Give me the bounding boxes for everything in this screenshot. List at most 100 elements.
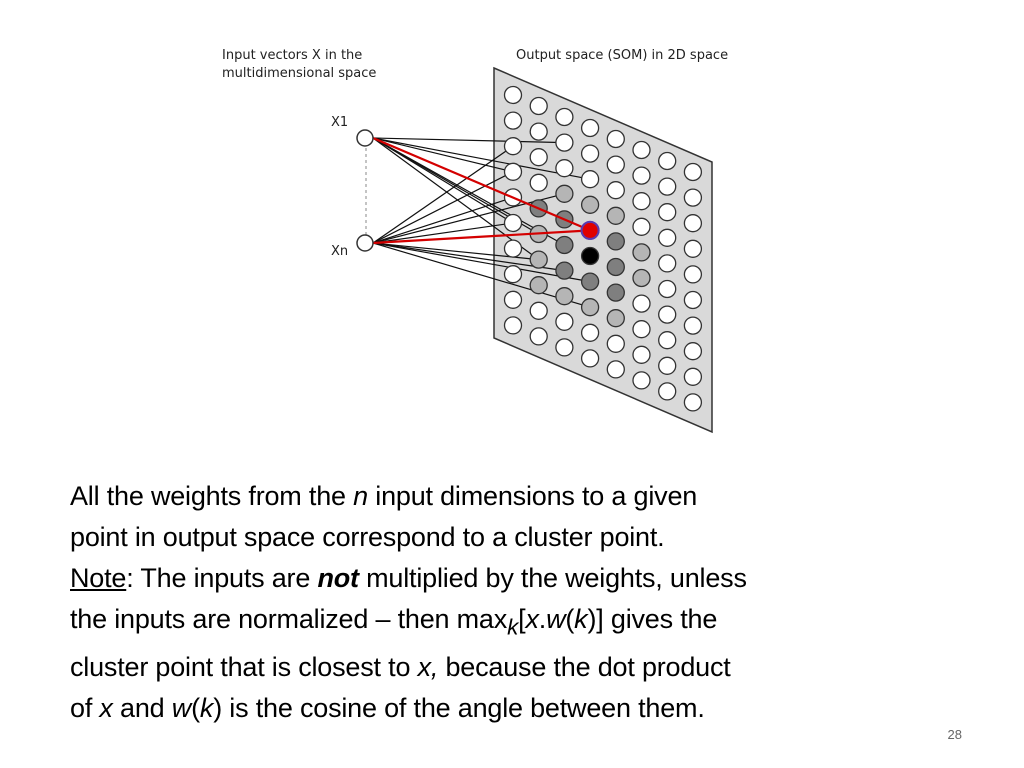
connection-line — [372, 196, 514, 244]
grid-node — [632, 217, 651, 236]
neighborhood-node-dark — [580, 272, 600, 291]
grid-node — [529, 327, 548, 346]
text-segment: ) is the cosine of the angle between the… — [213, 693, 705, 724]
connection-line — [372, 137, 565, 246]
neighborhood-node-dark — [606, 283, 625, 302]
grid-node — [658, 254, 677, 273]
input-caption-line1: Input vectors X in the — [222, 48, 362, 63]
neighborhood-node-light — [606, 206, 625, 225]
body-line-4: the inputs are normalized – then maxk[x.… — [70, 599, 970, 647]
grid-node — [580, 170, 600, 189]
input-caption-line2: multidimensional space — [222, 66, 376, 81]
grid-node — [503, 111, 523, 130]
grid-node — [503, 137, 523, 156]
text-segment: the inputs are normalized – then max — [70, 604, 508, 634]
text-segment: [ — [518, 604, 526, 634]
neighborhood-node-light — [632, 268, 651, 288]
grid-node — [503, 85, 523, 105]
grid-node — [503, 290, 523, 309]
text-segment: : The inputs are — [126, 563, 318, 593]
grid-node — [606, 129, 625, 149]
grid-node — [580, 323, 600, 342]
grid-node — [683, 290, 703, 310]
text-segment: of — [70, 693, 100, 724]
neighborhood-node-light — [580, 298, 600, 317]
neighborhood-node-light — [529, 276, 548, 295]
grid-node — [555, 133, 574, 152]
grid-node — [606, 334, 625, 353]
grid-node — [632, 371, 651, 390]
neighborhood-node-light — [555, 184, 574, 203]
grid-node — [683, 316, 703, 335]
grid-node — [658, 177, 677, 196]
neighborhood-node-dark — [555, 261, 574, 280]
text-segment: ( — [565, 604, 575, 634]
grid-node — [683, 214, 703, 233]
grid-node — [632, 320, 651, 339]
text-italic-k: k — [199, 693, 214, 724]
connection-line — [372, 242, 591, 308]
text-italic-w: w — [546, 604, 566, 634]
grid-node — [658, 279, 677, 299]
grid-node — [503, 239, 523, 258]
grid-node — [555, 312, 574, 331]
grid-node — [606, 360, 625, 379]
body-line-3: Note: The inputs are not multiplied by t… — [70, 558, 970, 599]
body-line-5: cluster point that is closest to x, beca… — [70, 647, 970, 688]
grid-node — [658, 331, 677, 350]
winner-connection-line — [372, 136, 591, 232]
body-line-6: of x and w(k) is the cosine of the angle… — [70, 688, 970, 729]
neighborhood-node-dark — [555, 235, 574, 255]
text-segment: input dimensions to a given — [367, 481, 698, 511]
grid-node — [658, 151, 677, 171]
som-diagram: Input vectors X in the multidimensional … — [222, 48, 728, 434]
body-text: All the weights from the n input dimensi… — [70, 476, 970, 729]
grid-node — [580, 118, 600, 138]
grid-node — [632, 166, 651, 185]
grid-node — [606, 181, 625, 200]
connection-line — [372, 145, 514, 244]
text-segment: because the dot product — [438, 652, 731, 683]
grid-node — [632, 140, 651, 160]
slide-number: 28 — [947, 727, 962, 742]
text-italic-x: x, — [417, 652, 439, 683]
grid-node — [658, 228, 677, 247]
text-segment: multiplied by the weights, unless — [358, 563, 747, 593]
grid-node — [529, 96, 548, 116]
subscript-k: k — [507, 614, 519, 640]
connection-line — [372, 137, 591, 180]
grid-node — [683, 239, 703, 258]
text-segment: . — [538, 604, 547, 634]
grid-nodes — [503, 85, 703, 412]
text-italic-w: w — [171, 693, 192, 724]
neighborhood-node-dark — [606, 232, 625, 251]
connection-line — [372, 137, 514, 173]
body-line-1: All the weights from the n input dimensi… — [70, 476, 970, 517]
text-italic-k: k — [574, 604, 588, 634]
body-line-2: point in output space correspond to a cl… — [70, 522, 665, 552]
grid-node — [632, 294, 651, 313]
text-segment: and — [112, 693, 172, 724]
grid-node — [503, 316, 523, 335]
connection-line — [372, 242, 591, 283]
text-bold-italic-not: not — [317, 563, 359, 593]
grid-node — [683, 367, 703, 386]
input-node-x1 — [356, 129, 374, 147]
grid-node — [580, 144, 600, 163]
neighborhood-node-light — [580, 195, 600, 214]
winner-connection-line — [372, 229, 591, 245]
grid-node — [503, 162, 523, 181]
input-node-label-xn: Xn — [331, 244, 348, 259]
text-italic-n: n — [353, 481, 368, 511]
grid-node — [658, 203, 677, 222]
text-segment: cluster point that is closest to — [70, 652, 418, 683]
grid-node — [683, 393, 703, 412]
grid-node — [529, 148, 548, 167]
grid-node — [632, 345, 651, 364]
text-italic-x: x — [99, 693, 113, 724]
grid-node — [580, 349, 600, 368]
input-node-xn — [356, 234, 374, 252]
neighborhood-node-light — [632, 243, 651, 262]
grid-node — [555, 159, 574, 178]
neighborhood-node-light — [529, 250, 548, 269]
